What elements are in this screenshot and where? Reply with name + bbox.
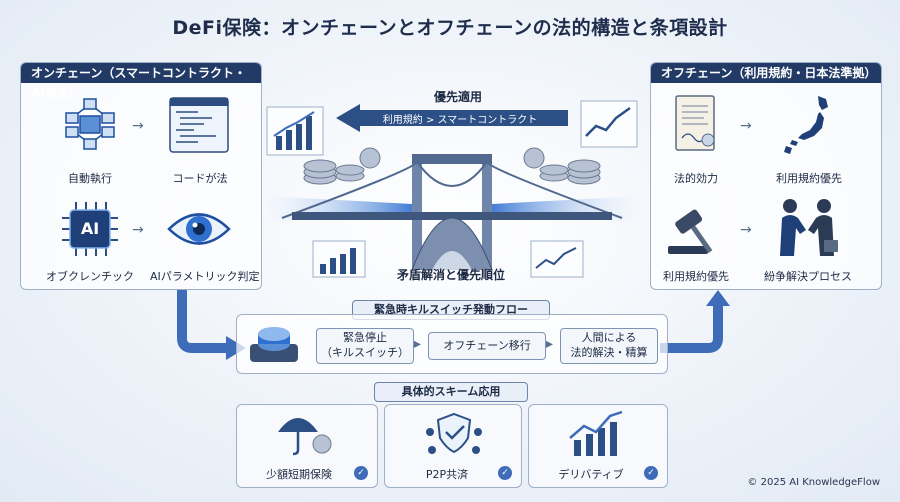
line-chart-icon [580,100,638,148]
handshake-icon [772,196,842,258]
priority-label: 優先適用 [433,90,482,104]
shield-network-icon [424,410,484,456]
flow-step-human-resolution: 人間による 法的解決・精算 [560,328,658,364]
scheme-label: P2P共済 [425,468,469,481]
page-title: DeFi保険：オンチェーンとオフチェーンの法的構造と条項設計 [172,17,728,39]
ai-chip-label: AI [80,219,100,238]
schemes-header: 具体的スキーム応用 [374,382,528,402]
coins-icon [520,146,604,188]
offchain-item-legal-effect: 法的効力 [674,172,718,185]
offchain-header: オフチェーン（利用規約・日本法準拠） [651,63,881,83]
gavel-icon [664,198,730,258]
scheme-label: 少額短期保険 [266,468,332,481]
check-icon: ✓ [644,466,658,480]
flow-step-emergency-stop: 緊急停止 （キルスイッチ） [316,328,414,364]
onchain-item-code-is-law: コードが法 [172,172,228,185]
coins-icon [300,146,384,188]
umbrella-coin-icon [274,410,334,456]
code-screen-icon [168,96,230,154]
copyright: © 2025 AI KnowledgeFlow [747,477,880,488]
onchain-item-ai-parametric: AIパラメトリック判定 [150,270,260,283]
arrow-right-icon: → [740,222,752,238]
priority-arrow [336,104,568,132]
priority-arrow-text: 利用規約 > スマートコントラクト [382,115,538,126]
kill-switch-button-icon [248,322,300,366]
arrow-right-icon: → [740,118,752,134]
bridge-illustration [262,140,642,271]
bridge-caption: 矛盾解消と優先順位 [396,268,505,282]
flow-arrow-right [660,290,730,353]
arrow-right-icon: ▸ [546,336,554,352]
offchain-item-terms-priority-top: 利用規約優先 [776,172,842,185]
trend-chart-icon [530,240,584,278]
derivative-chart-icon [566,408,628,458]
contract-document-icon [670,92,722,154]
arrow-right-icon: → [132,118,144,134]
flow-step-label: オフチェーン移行 [443,338,531,352]
check-icon: ✓ [354,466,368,480]
flow-step-label: 緊急停止 （キルスイッチ） [321,331,409,359]
japan-map-icon [778,92,840,156]
scheme-label: デリバティブ [558,468,624,481]
bar-chart-icon [312,240,366,278]
flow-step-label: 人間による 法的解決・精算 [570,331,648,359]
onchain-item-auto-execution: 自動執行 [68,172,112,185]
onchain-item-oracle: オブクレンチック [46,270,134,283]
arrow-right-icon: ▸ [414,336,422,352]
arrow-right-icon: → [132,222,144,238]
eye-icon [166,204,232,254]
offchain-item-terms-priority: 利用規約優先 [663,270,729,283]
onchain-header: オンチェーン（スマートコントラクト・AI査定） [21,63,261,100]
offchain-item-dispute-resolution: 紛争解決プロセス [764,270,852,283]
rising-chart-icon [266,106,324,156]
blockchain-icon [62,96,118,152]
flow-step-offchain-migration: オフチェーン移行 [428,332,546,360]
ai-chip-icon: AI [60,200,120,258]
check-icon: ✓ [498,466,512,480]
